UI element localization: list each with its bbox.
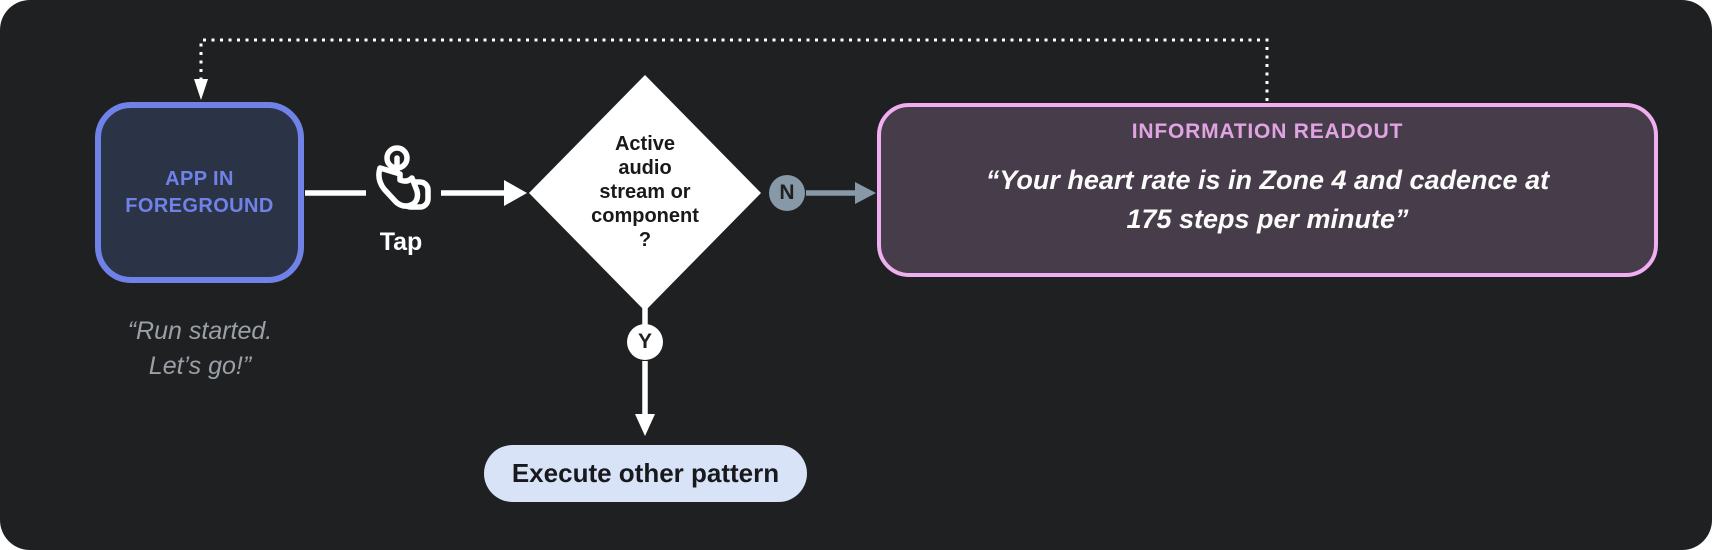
app-in-foreground-node: APP IN FOREGROUND	[95, 102, 304, 283]
app-in-foreground-label: APP IN FOREGROUND	[125, 168, 274, 217]
decision-line-2: audio	[618, 157, 672, 179]
branch-yes-badge: Y	[627, 324, 663, 360]
decision-question-text: Active audio stream or component ?	[565, 132, 725, 252]
readout-quote-line2: 175 steps per minute”	[1126, 204, 1409, 234]
run-started-caption: “Run started. Let’s go!”	[60, 314, 340, 384]
tap-label: Tap	[379, 228, 423, 256]
decision-line-3: stream or	[599, 181, 691, 203]
decision-line-1: Active	[614, 133, 676, 155]
tap-gesture-icon	[370, 144, 436, 220]
branch-no-badge: N	[769, 175, 805, 211]
decision-line-4: component	[591, 205, 699, 227]
run-started-caption-line1: “Run started.	[127, 317, 273, 345]
execute-other-pattern-label: Execute other pattern	[511, 458, 780, 488]
execute-other-pattern-node: Execute other pattern	[484, 445, 807, 502]
information-readout-node: INFORMATION READOUT “Your heart rate is …	[877, 103, 1658, 277]
readout-quote-line1: “Your heart rate is in Zone 4 and cadenc…	[985, 165, 1550, 195]
decision-line-5: ?	[638, 229, 652, 251]
branch-yes-label: Y	[637, 330, 652, 353]
information-readout-title: INFORMATION READOUT	[1131, 120, 1404, 143]
run-started-caption-line2: Let’s go!”	[148, 352, 252, 380]
information-readout-quote: “Your heart rate is in Zone 4 and cadenc…	[881, 161, 1654, 239]
branch-no-label: N	[779, 181, 795, 204]
